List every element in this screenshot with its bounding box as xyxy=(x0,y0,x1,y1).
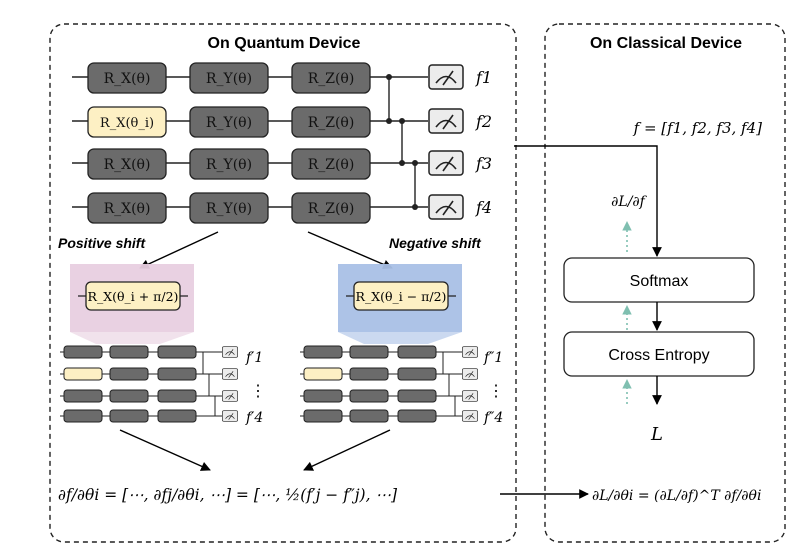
rx-theta-i-gate-label: R_X(θ_i) xyxy=(100,116,154,131)
positive-shift-zoom: R_X(θ_i + π/2) xyxy=(70,264,194,344)
mini-circuit-negative: f″1 ⋮ f″4 xyxy=(300,345,504,426)
measurement-meter-icon xyxy=(222,410,238,422)
output-f1-prime: f′1 xyxy=(245,350,263,366)
positive-shift-label: Positive shift xyxy=(58,235,146,251)
cross-entropy-label: Cross Entropy xyxy=(608,347,709,364)
measurement-meter-icon xyxy=(222,368,238,380)
ry-gate-label: R_Y(θ) xyxy=(206,115,252,131)
f-vector-label: f = [f1, f2, f3, f4] xyxy=(633,119,762,137)
quantum-panel-title: On Quantum Device xyxy=(208,35,361,52)
rx-theta-i-gate xyxy=(87,106,167,138)
output-f4: f4 xyxy=(475,198,492,217)
quantum-device-panel xyxy=(49,23,517,543)
rx-gate-label: R_X(θ) xyxy=(104,201,151,217)
rx-gate-label: R_X(θ) xyxy=(104,71,151,87)
converge-arrow-right xyxy=(303,429,391,471)
mini-circuit-positive: f′1 ⋮ f′4 xyxy=(60,345,266,426)
classical-gradient-equation: ∂L/∂θi = (∂L/∂f)^T ∂f/∂θi xyxy=(592,488,761,504)
dL-df-label: ∂L/∂f xyxy=(611,194,647,210)
ry-gate xyxy=(189,148,269,180)
measurement-meter-icon xyxy=(428,194,464,220)
measurement-meter-icon xyxy=(222,346,238,358)
vertical-dots: ⋮ xyxy=(488,381,504,400)
rz-gate xyxy=(291,106,371,138)
rx-gate-label: R_X(θ) xyxy=(104,157,151,173)
measurement-meter-icon xyxy=(462,346,478,358)
rz-gate-label: R_Z(θ) xyxy=(308,201,355,217)
classical-panel-title: On Classical Device xyxy=(590,35,742,52)
output-f4-double-prime: f″4 xyxy=(483,410,503,426)
ry-gate xyxy=(189,62,269,94)
rz-gate xyxy=(291,148,371,180)
rz-gate-label: R_Z(θ) xyxy=(308,71,355,87)
softmax-box xyxy=(563,257,755,303)
rx-minus-gate-label: R_X(θ_i − π/2) xyxy=(356,289,447,304)
classical-device-panel xyxy=(544,23,786,543)
output-f1-double-prime: f″1 xyxy=(483,350,503,366)
negative-shift-arrow xyxy=(307,231,393,270)
measurement-meter-icon xyxy=(428,108,464,134)
output-f4-prime: f′4 xyxy=(245,410,263,426)
main-circuit: R_X(θ) R_Y(θ) R_Z(θ) R_X(θ_i) R_Y(θ) R_Z… xyxy=(72,62,492,224)
rx-gate xyxy=(87,192,167,224)
ry-gate xyxy=(189,106,269,138)
rz-gate-label: R_Z(θ) xyxy=(308,115,355,131)
negative-shift-zoom: R_X(θ_i − π/2) xyxy=(338,264,462,344)
measurement-meter-icon xyxy=(462,390,478,402)
quantum-gradient-equation: ∂f/∂θi = [⋯, ∂fj/∂θi, ⋯] = [⋯, ½(f′j − f… xyxy=(58,486,398,504)
measurement-meter-icon xyxy=(222,390,238,402)
measurement-meter-icon xyxy=(462,410,478,422)
rx-plus-gate-label: R_X(θ_i + π/2) xyxy=(88,289,179,304)
rx-gate xyxy=(87,62,167,94)
ry-gate-label: R_Y(θ) xyxy=(206,201,252,217)
loss-label: L xyxy=(650,424,663,445)
converge-arrow-left xyxy=(119,429,211,471)
rz-gate xyxy=(291,62,371,94)
output-f3: f3 xyxy=(475,154,492,173)
rz-gate-label: R_Z(θ) xyxy=(308,157,355,173)
output-f1: f1 xyxy=(475,68,492,87)
rx-gate xyxy=(87,148,167,180)
cross-entropy-box xyxy=(563,331,755,377)
positive-shift-arrow xyxy=(139,231,219,269)
output-f2: f2 xyxy=(475,112,492,131)
softmax-label: Softmax xyxy=(630,273,689,290)
measurement-meter-icon xyxy=(462,368,478,380)
measurement-meter-icon xyxy=(428,64,464,90)
rz-gate xyxy=(291,192,371,224)
ry-gate xyxy=(189,192,269,224)
ry-gate-label: R_Y(θ) xyxy=(206,157,252,173)
negative-shift-label: Negative shift xyxy=(389,235,482,251)
vertical-dots: ⋮ xyxy=(250,381,266,400)
measurement-meter-icon xyxy=(428,150,464,176)
ry-gate-label: R_Y(θ) xyxy=(206,71,252,87)
f-to-softmax-arrow xyxy=(514,145,662,257)
